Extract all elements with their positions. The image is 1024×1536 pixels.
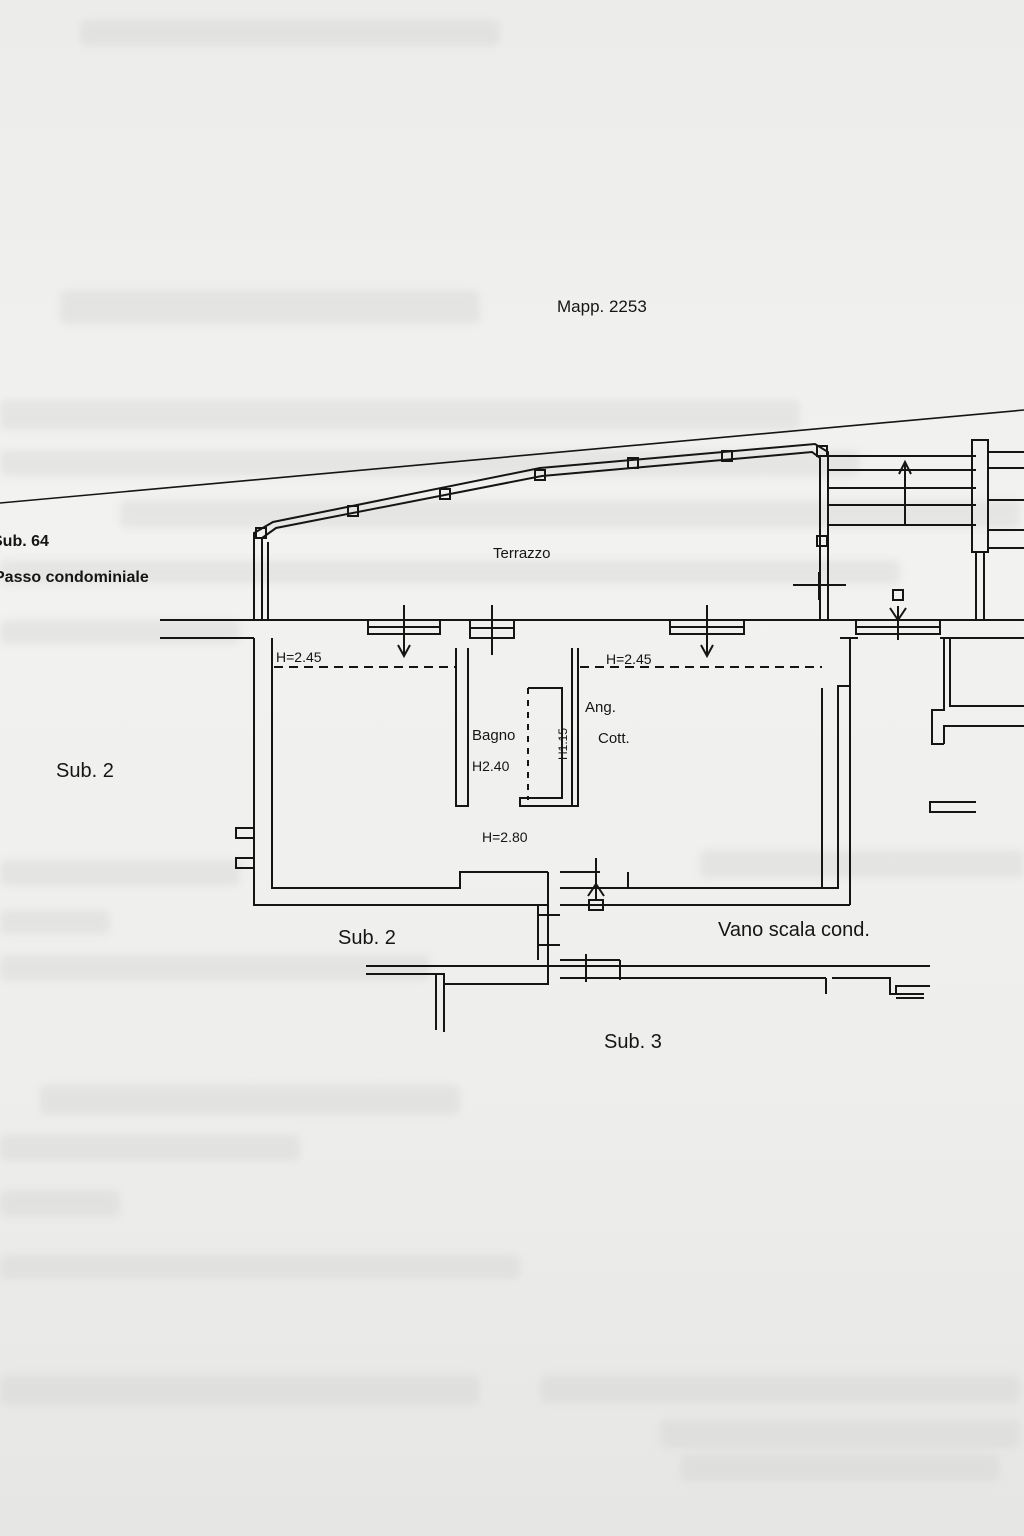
right-wall-marker (929, 801, 976, 813)
label-bagno-low-height: H1.15 (556, 728, 570, 760)
label-height-left: H=2.45 (276, 649, 322, 665)
label-sub3: Sub. 3 (604, 1031, 662, 1053)
lower-corridor-walls (366, 954, 930, 1032)
label-bagno: Bagno (472, 727, 515, 744)
external-stair (828, 439, 1024, 620)
top-wall-openings (367, 589, 941, 659)
label-passo-condominiale: Passo condominiale (0, 569, 149, 586)
label-mapp: Mapp. 2253 (557, 297, 647, 316)
label-height-right: H=2.45 (606, 651, 652, 667)
label-vano-scala: Vano scala cond. (718, 919, 870, 941)
label-height-main: H=2.80 (482, 829, 528, 845)
label-bagno-height: H2.40 (472, 758, 510, 774)
terrace-parapet (253, 442, 829, 620)
terrace-opening-marker (793, 572, 846, 600)
label-terrazzo: Terrazzo (493, 545, 551, 562)
label-ang: Ang. (585, 699, 616, 716)
label-sub2-bottom: Sub. 2 (338, 927, 396, 949)
bathroom-walls (455, 648, 579, 807)
label-sub64: Sub. 64 (0, 533, 49, 550)
boundary-line (0, 409, 1024, 504)
label-cott: Cott. (598, 730, 630, 747)
entrance-door (538, 858, 605, 946)
outer-walls (160, 619, 1024, 960)
label-sub2-left: Sub. 2 (56, 760, 114, 782)
